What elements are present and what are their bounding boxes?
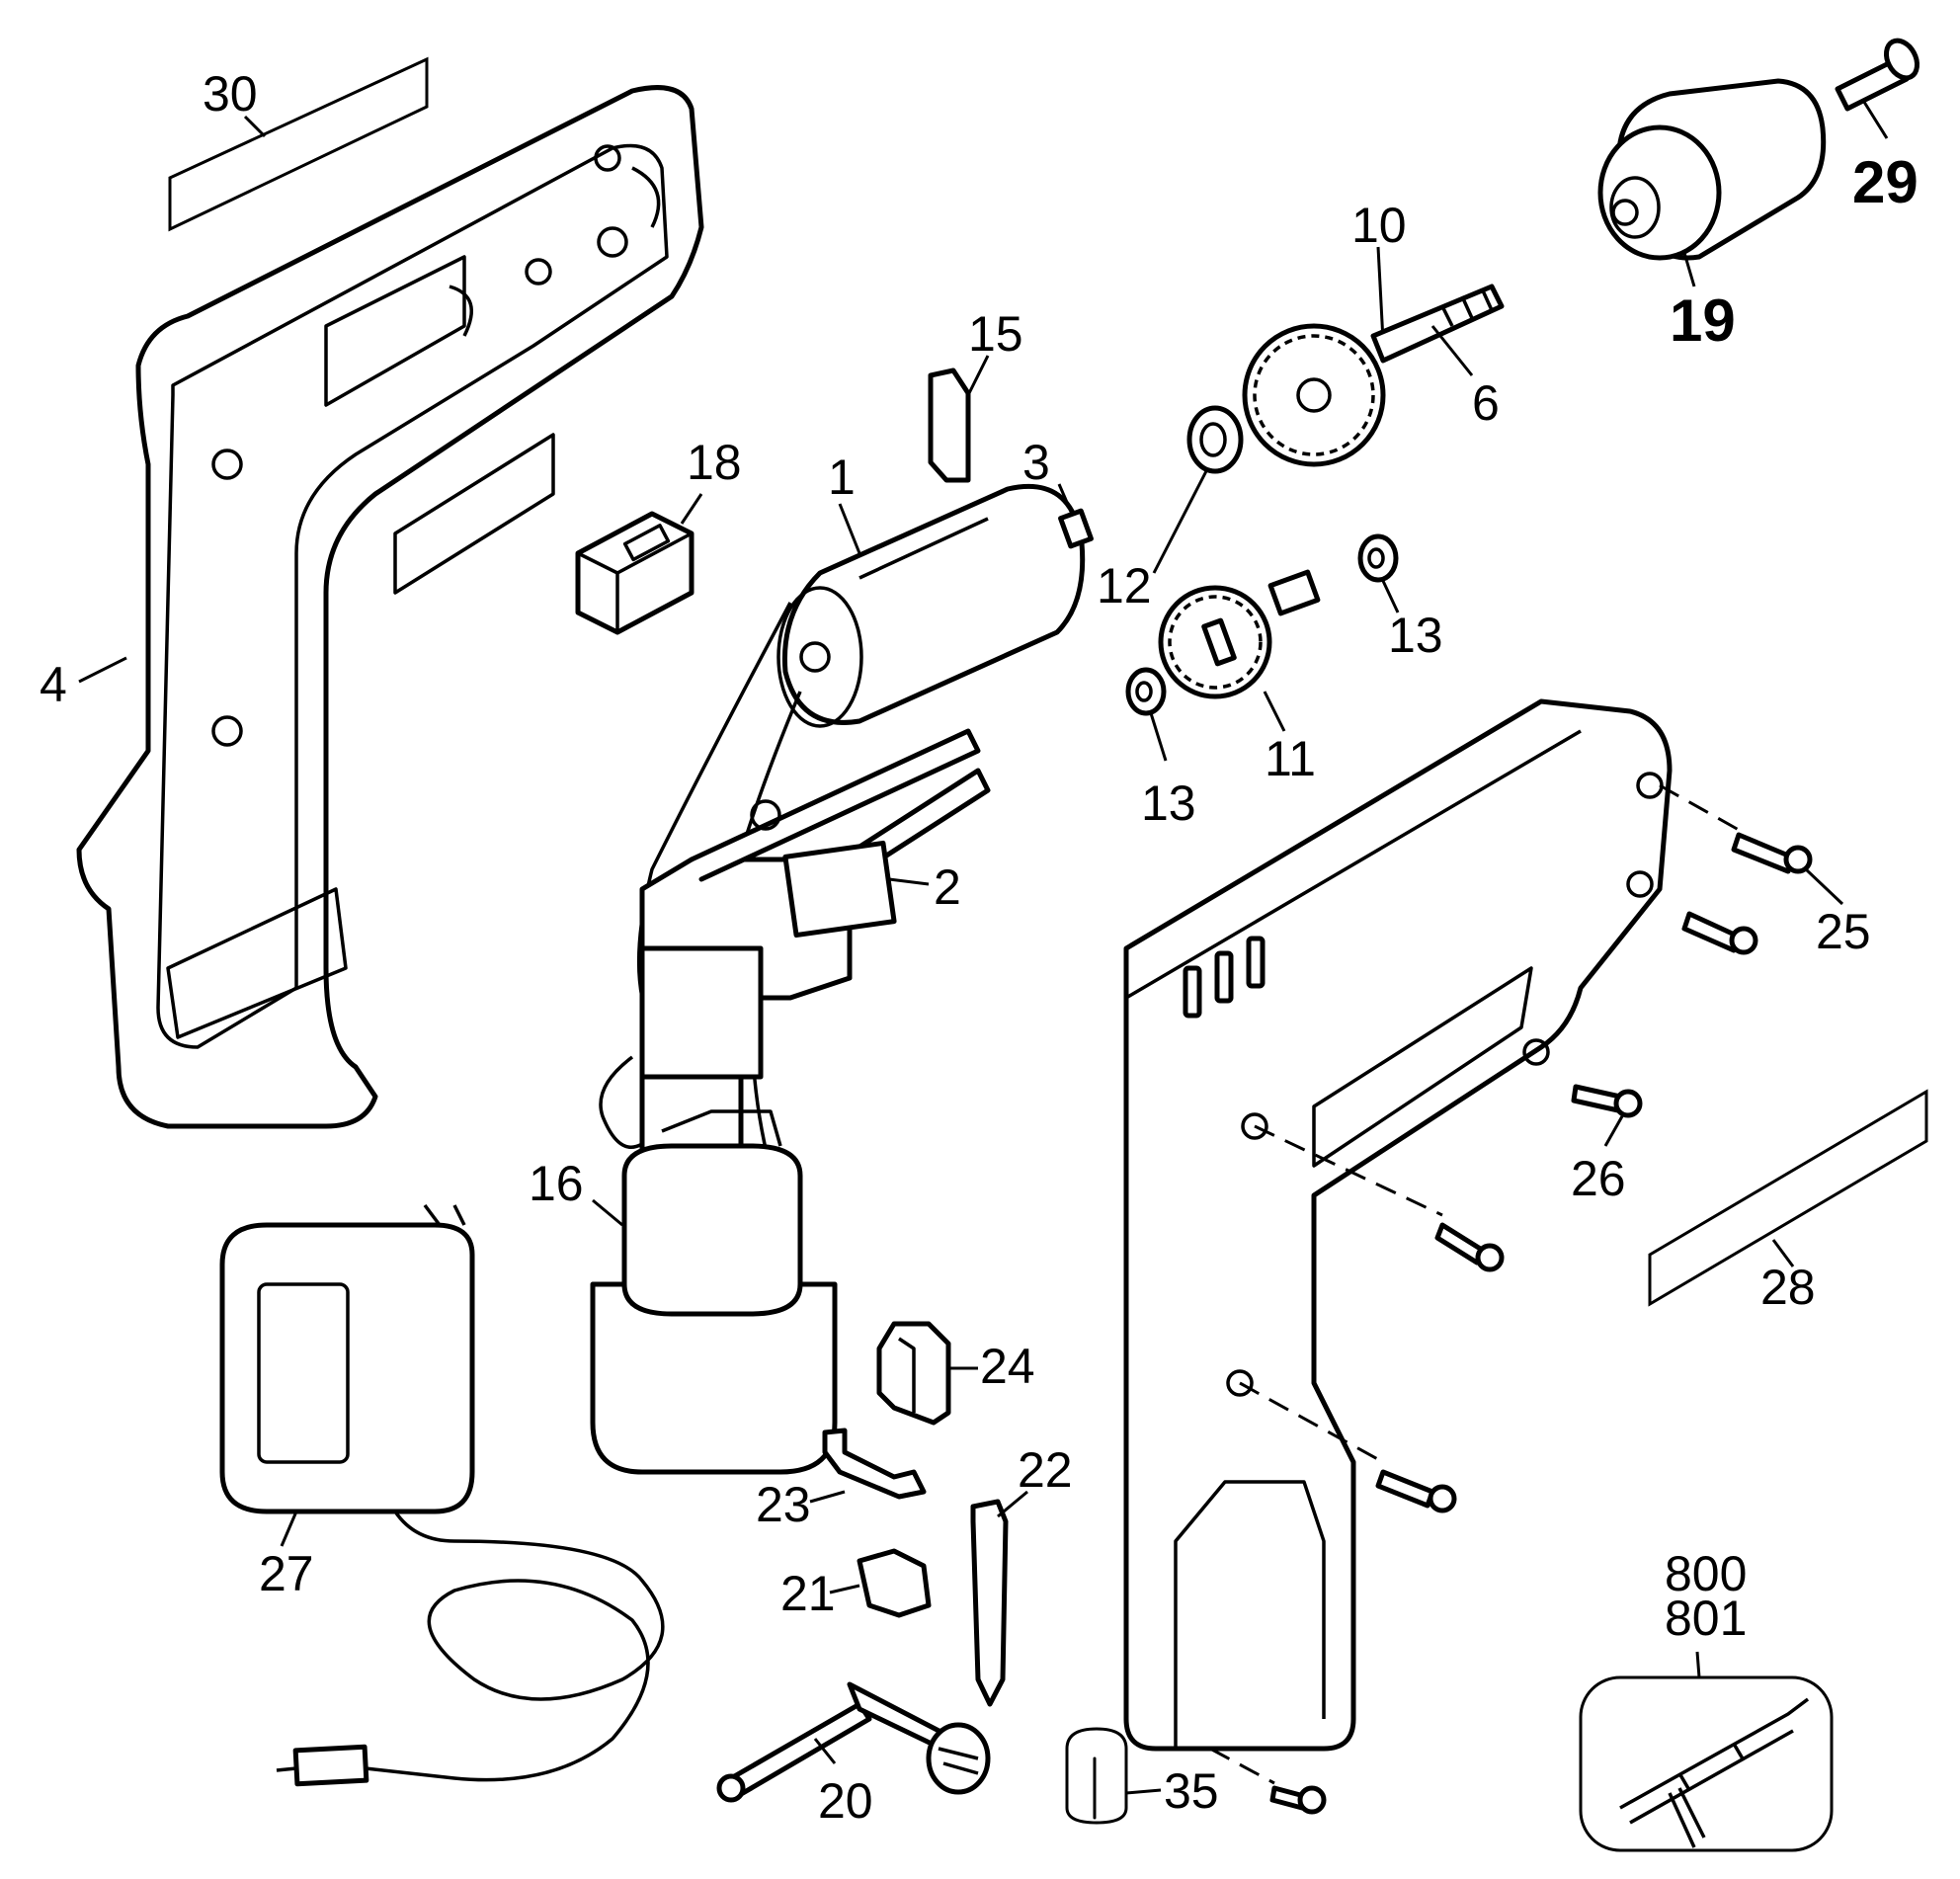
chuck-key-20: 20 <box>716 1681 991 1829</box>
screw-housing-low <box>1375 1469 1457 1513</box>
label-30: 30 <box>203 66 258 122</box>
screw-26: 26 <box>1571 1084 1643 1206</box>
label-21: 21 <box>780 1566 836 1621</box>
label-10: 10 <box>1351 198 1407 253</box>
label-800: 800 <box>1665 1546 1747 1601</box>
label-27: 27 <box>259 1546 314 1601</box>
holder-24: 24 <box>876 1321 1035 1426</box>
label-28: 28 <box>1760 1260 1816 1315</box>
label-13-lower: 13 <box>1141 776 1196 831</box>
spindle-6: 6 <box>1370 284 1505 431</box>
housing-right <box>1123 698 1673 1752</box>
label-1: 1 <box>828 449 856 505</box>
label-29: 29 <box>1852 149 1919 215</box>
label-20: 20 <box>818 1773 873 1829</box>
label-18: 18 <box>687 435 742 490</box>
clip-21: 21 <box>780 1548 932 1621</box>
screw-25: 25 <box>1731 832 1871 959</box>
bushing-13a: 13 <box>1357 533 1443 663</box>
bracket-23: 23 <box>756 1428 927 1532</box>
label-15: 15 <box>968 306 1023 362</box>
bushing-13b: 13 <box>1125 667 1196 831</box>
sleeve-35: 35 <box>1065 1727 1219 1825</box>
label-24: 24 <box>980 1339 1035 1394</box>
charger-27: 27 <box>219 1203 665 1787</box>
label-19: 19 <box>1670 287 1736 354</box>
label-35: 35 <box>1164 1763 1219 1819</box>
battery-pack-16: 16 <box>529 1109 838 1475</box>
screwdriver-bit-22: 22 <box>970 1442 1073 1707</box>
label-12: 12 <box>1097 558 1152 613</box>
label-801: 801 <box>1665 1591 1747 1646</box>
housing-left-4: 4 <box>40 85 704 1129</box>
screw-housing-mid <box>1434 1222 1505 1272</box>
label-22: 22 <box>1018 1442 1073 1498</box>
motor-1: 1 3 <box>776 435 1094 728</box>
label-11: 11 <box>1265 731 1316 786</box>
nameplate-28: 28 <box>1648 1089 1928 1315</box>
switch-button-18: 18 <box>575 435 742 635</box>
bearing-12: 12 <box>1097 405 1244 613</box>
nameplate-30: 30 <box>168 56 429 232</box>
label-4: 4 <box>40 657 67 712</box>
label-25: 25 <box>1816 904 1871 959</box>
switch-2: 2 <box>639 728 991 1169</box>
label-13-upper: 13 <box>1388 608 1443 663</box>
intermediate-gear-11: 11 <box>1158 569 1321 786</box>
screw-housing-bottom <box>1269 1785 1327 1815</box>
output-gear-10: 10 <box>1242 198 1407 467</box>
label-3: 3 <box>1022 435 1050 490</box>
label-23: 23 <box>756 1477 811 1532</box>
label-6: 6 <box>1472 375 1500 431</box>
label-26: 26 <box>1571 1151 1626 1206</box>
screws: 25 26 <box>1209 783 1871 1815</box>
chuck-screw-29: 29 <box>1835 38 1920 215</box>
insulator-15: 15 <box>928 306 1023 483</box>
screw-25b <box>1681 911 1758 955</box>
label-16: 16 <box>529 1156 584 1211</box>
chuck-19: 19 <box>1597 78 1827 354</box>
label-2: 2 <box>934 859 961 915</box>
accessory-800-801: 800 801 <box>1579 1546 1834 1852</box>
